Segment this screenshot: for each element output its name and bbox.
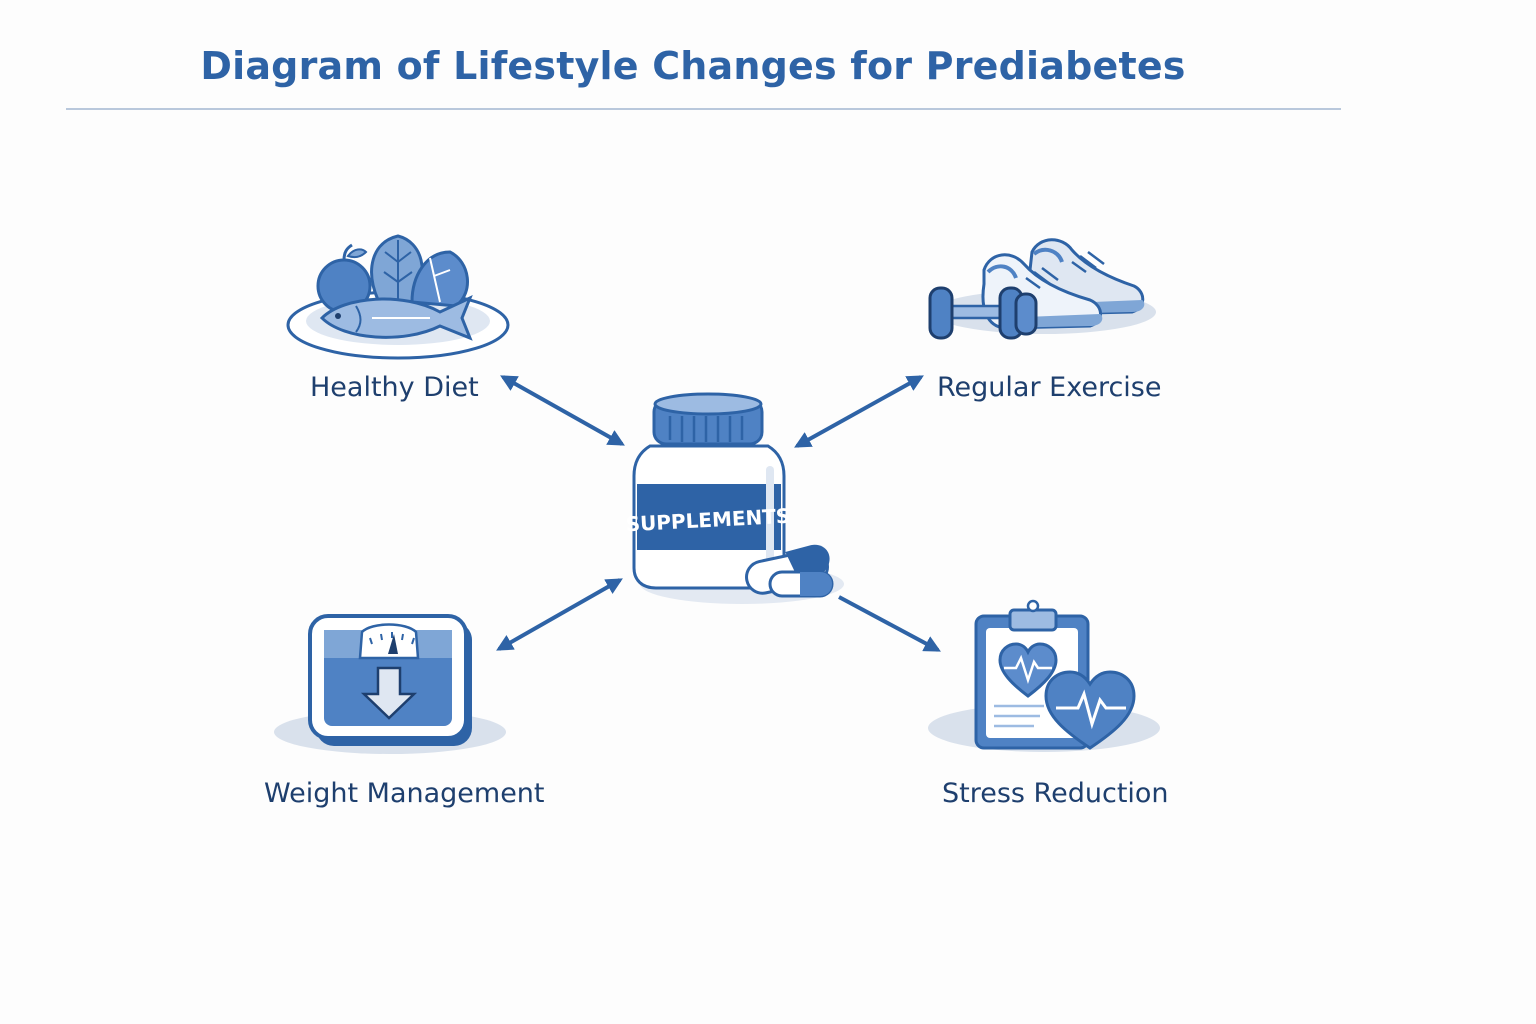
weight-scale-icon (274, 614, 506, 754)
node-label-healthy-diet: Healthy Diet (310, 372, 479, 403)
arrow-exercise-supplements (794, 375, 924, 448)
dumbbell-sneakers-icon (928, 238, 1156, 340)
title-divider (66, 108, 1341, 110)
arrow-supplements-stress (838, 595, 941, 652)
clipboard-heart-icon (928, 599, 1160, 752)
supplement-bottle-icon: SUPPLEMENTS (625, 392, 844, 604)
capsule-icon (745, 544, 834, 598)
connection-arrows (496, 375, 941, 652)
node-label-stress-reduction: Stress Reduction (942, 778, 1169, 809)
node-label-regular-exercise: Regular Exercise (937, 372, 1162, 403)
arrow-weight-supplements (496, 578, 623, 651)
node-label-weight-management: Weight Management (264, 778, 545, 809)
diagram-title: Diagram of Lifestyle Changes for Prediab… (200, 44, 1186, 88)
arrow-diet-supplements (500, 375, 625, 446)
food-plate-icon (286, 234, 510, 360)
